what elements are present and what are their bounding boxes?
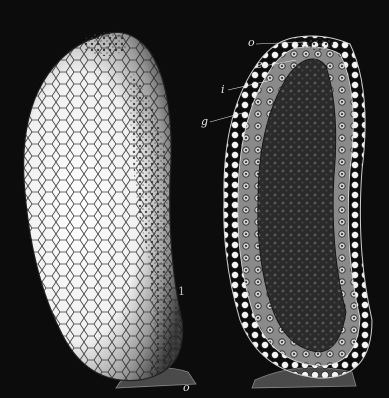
left-specimen: 1 o: [24, 32, 196, 394]
label-g: g: [201, 115, 208, 128]
right-specimen-apex: [302, 38, 334, 50]
label-i: i: [221, 83, 225, 96]
right-specimen: o e i g: [201, 36, 372, 388]
left-specimen-apex: [83, 32, 127, 56]
left-specimen-base-letter: o: [183, 381, 190, 394]
label-e: e: [256, 58, 263, 71]
label-o: o: [248, 36, 255, 49]
left-specimen-number: 1: [178, 285, 185, 298]
